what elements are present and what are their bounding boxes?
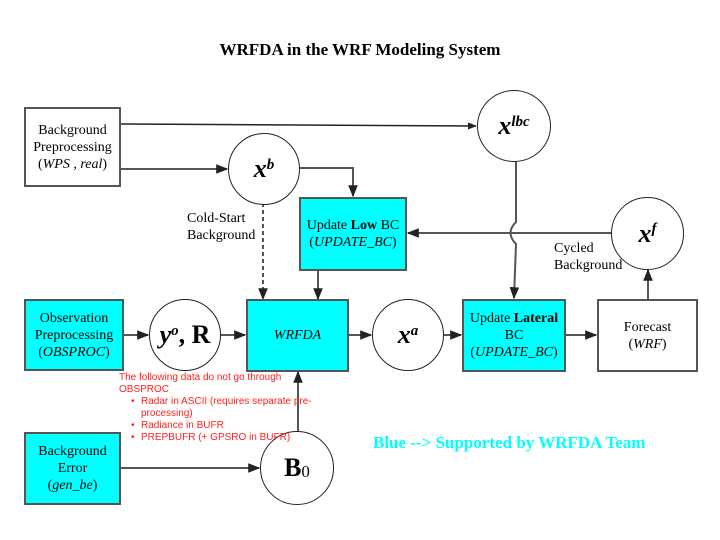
- obsproc-bypass-note: The following data do not go through OBS…: [119, 372, 319, 444]
- box-tool: (gen_be): [47, 478, 98, 493]
- update-lateral-bc-box: Update Lateral BC (UPDATE_BC): [462, 299, 566, 372]
- observation-preprocessing-box: Observation Preprocessing (OBSPROC): [24, 299, 124, 371]
- wrfda-box: WRFDA: [246, 299, 349, 372]
- box-tool: (UPDATE_BC): [470, 345, 558, 360]
- box-label: Background: [38, 122, 107, 138]
- note-item: PREPBUFR (+ GPSRO in BUFR): [131, 432, 319, 444]
- box-label: Background: [38, 444, 107, 459]
- box-tool: (UPDATE_BC): [309, 235, 397, 250]
- box-label: Update Low BC: [306, 218, 400, 233]
- box-label: Observation: [39, 310, 109, 326]
- box-label: Error: [57, 461, 88, 476]
- box-label: Forecast: [623, 319, 672, 335]
- forecast-box: Forecast (WRF): [597, 299, 698, 372]
- box-tool: (WRF): [628, 336, 667, 352]
- note-item: Radiance in BUFR: [131, 420, 319, 432]
- box-label: Preprocessing: [33, 139, 112, 155]
- box-label: Preprocessing: [34, 327, 114, 343]
- note-heading: The following data do not go through: [119, 372, 282, 383]
- arrow-xlbc-to-updatelateral: [509, 159, 520, 300]
- note-heading: OBSPROC: [119, 384, 170, 395]
- note-list: Radar in ASCII (requires separate pre-pr…: [119, 396, 319, 444]
- legend-text: Blue --> Supported by WRFDA Team: [373, 433, 646, 452]
- background-preprocessing-box: Background Preprocessing (WPS , real): [24, 107, 121, 187]
- arrow-xb-to-updatelow: [299, 167, 358, 198]
- box-tool: (WPS , real): [37, 156, 108, 172]
- note-item: Radar in ASCII (requires separate pre-pr…: [131, 396, 319, 420]
- box-label: Update Lateral BC: [469, 311, 559, 343]
- update-low-bc-box: Update Low BC (UPDATE_BC): [299, 197, 407, 271]
- background-error-box: Background Error (gen_be): [24, 432, 121, 505]
- cycled-background-label: Cycled Background: [554, 241, 623, 273]
- box-tool: (OBSPROC): [38, 344, 110, 360]
- cold-start-label: Cold-Start Background: [187, 211, 256, 243]
- diagram-title: WRFDA in the WRF Modeling System: [219, 40, 501, 59]
- arrow-bgpre-to-xlbc: [120, 122, 477, 130]
- box-label: WRFDA: [273, 328, 322, 343]
